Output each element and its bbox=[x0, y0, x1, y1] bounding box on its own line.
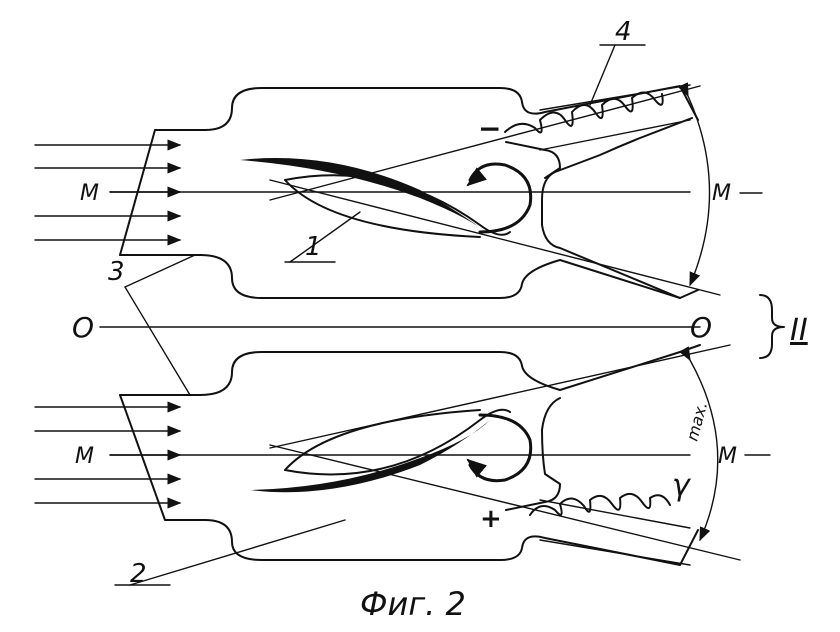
brace-ii bbox=[759, 294, 785, 359]
label-1: 1 bbox=[305, 232, 322, 262]
lower-coil bbox=[529, 492, 671, 516]
label-max: max. bbox=[683, 400, 712, 444]
label-m-right-bottom: M bbox=[718, 444, 737, 469]
label-m-left-top: M bbox=[80, 181, 99, 206]
figure-caption: Фиг. 2 bbox=[360, 585, 466, 623]
label-o-right: O bbox=[690, 311, 712, 344]
label-o-left: O bbox=[72, 311, 94, 344]
lower-channel bbox=[34, 344, 741, 566]
label-3: 3 bbox=[108, 257, 125, 287]
label-m-right-top: M bbox=[712, 181, 731, 206]
label-4: 4 bbox=[615, 17, 632, 47]
lower-blade bbox=[250, 408, 533, 493]
upper-coil bbox=[504, 91, 664, 134]
upper-blade bbox=[240, 158, 533, 238]
label-minus: − bbox=[478, 112, 501, 145]
label-gamma: γ bbox=[672, 468, 692, 503]
label-m-left-bottom: M bbox=[75, 444, 94, 469]
label-plus: + bbox=[480, 504, 502, 534]
upper-channel bbox=[34, 82, 721, 299]
label-roman-two: II bbox=[790, 313, 808, 348]
label-2: 2 bbox=[130, 559, 147, 589]
